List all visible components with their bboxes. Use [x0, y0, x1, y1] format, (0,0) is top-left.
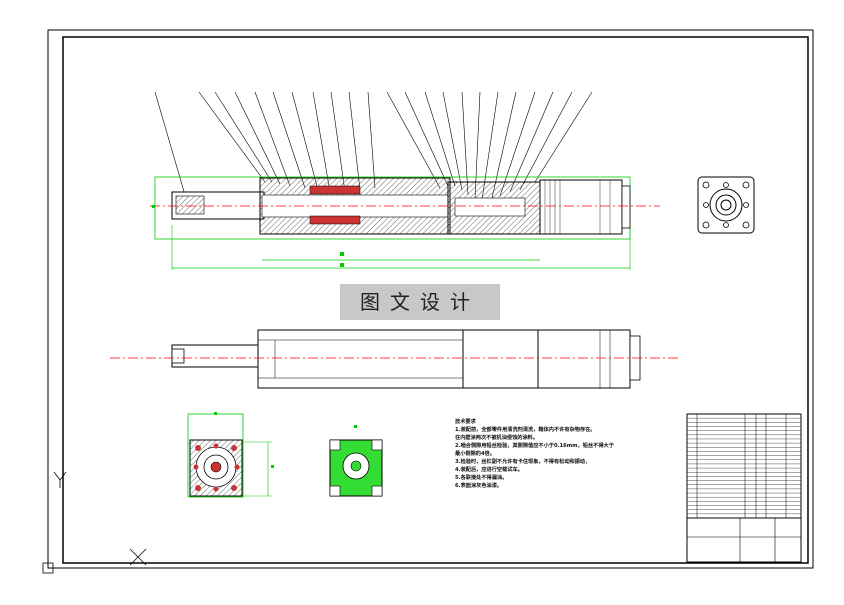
end-view-motor — [697, 176, 755, 234]
notes-line: 最小侧隙的4倍。 — [455, 451, 495, 457]
inner-frame — [62, 36, 809, 564]
technical-notes: 技术要求 1.装配前，全部零件用清洗剂清洗，箱体内不许有杂物存在。 在内壁涂两次… — [455, 418, 645, 490]
notes-line: 3.检验时，丝杠副不允许有卡住现象，不得有松动和振动， — [455, 459, 591, 465]
notes-line: 4.装配后，应进行空载试车。 — [455, 467, 523, 473]
notes-line: 5.各联接处不得漏油。 — [455, 475, 508, 481]
leader-lines — [154, 91, 593, 201]
notes-heading: 技术要求 — [455, 419, 476, 425]
parts-list-rows — [687, 417, 801, 519]
section-view — [150, 176, 660, 270]
ucs-icon — [42, 471, 147, 574]
outside-view — [110, 329, 680, 389]
notes-line: 6.表面涂灰色油漆。 — [455, 483, 503, 489]
notes-line: 1.装配前，全部零件用清洗剂清洗，箱体内不许有杂物存在。 — [455, 427, 596, 433]
watermark-text: 图文设计 — [340, 284, 500, 320]
notes-line: 2.啮合侧隙用铅丝检验，其侧隙值应不小于0.16mm，铅丝不得大于 — [455, 443, 614, 449]
title-block — [686, 413, 802, 563]
notes-line: 在内壁涂两次不被机油侵蚀的涂料。 — [455, 435, 539, 441]
flange-section-view — [187, 412, 274, 498]
mounting-plate-view — [329, 425, 383, 497]
outer-frame — [47, 29, 814, 569]
